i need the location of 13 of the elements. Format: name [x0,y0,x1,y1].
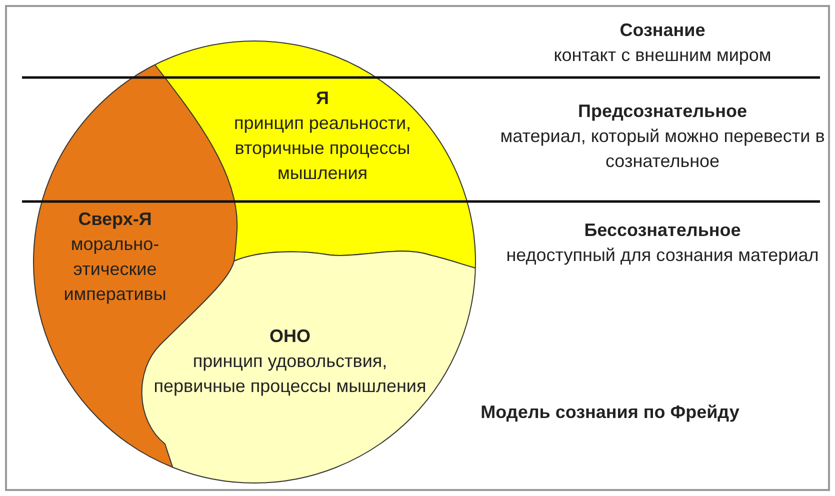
caption: Модель сознания по Фрейду [480,401,740,424]
region-description: принцип реальности, вторичные процессы мышления [232,112,412,185]
region-description: принцип удовольствия, первичные процессы мышления [152,350,428,398]
region-heading: Сверх-Я [78,208,152,231]
level-heading: Сознание [620,19,706,42]
region-description: морально-этические императивы [62,233,168,306]
level-heading: Бессознательное [584,219,741,242]
level-description: недоступный для сознания материал [506,244,819,267]
level-heading: Предсознательное [578,100,747,123]
level-description: материал, который можно перевести в сознательное [500,125,825,173]
region-heading: ОНО [269,325,310,348]
level-description: контакт с внешним миром [554,44,772,67]
region-heading: Я [316,87,329,110]
